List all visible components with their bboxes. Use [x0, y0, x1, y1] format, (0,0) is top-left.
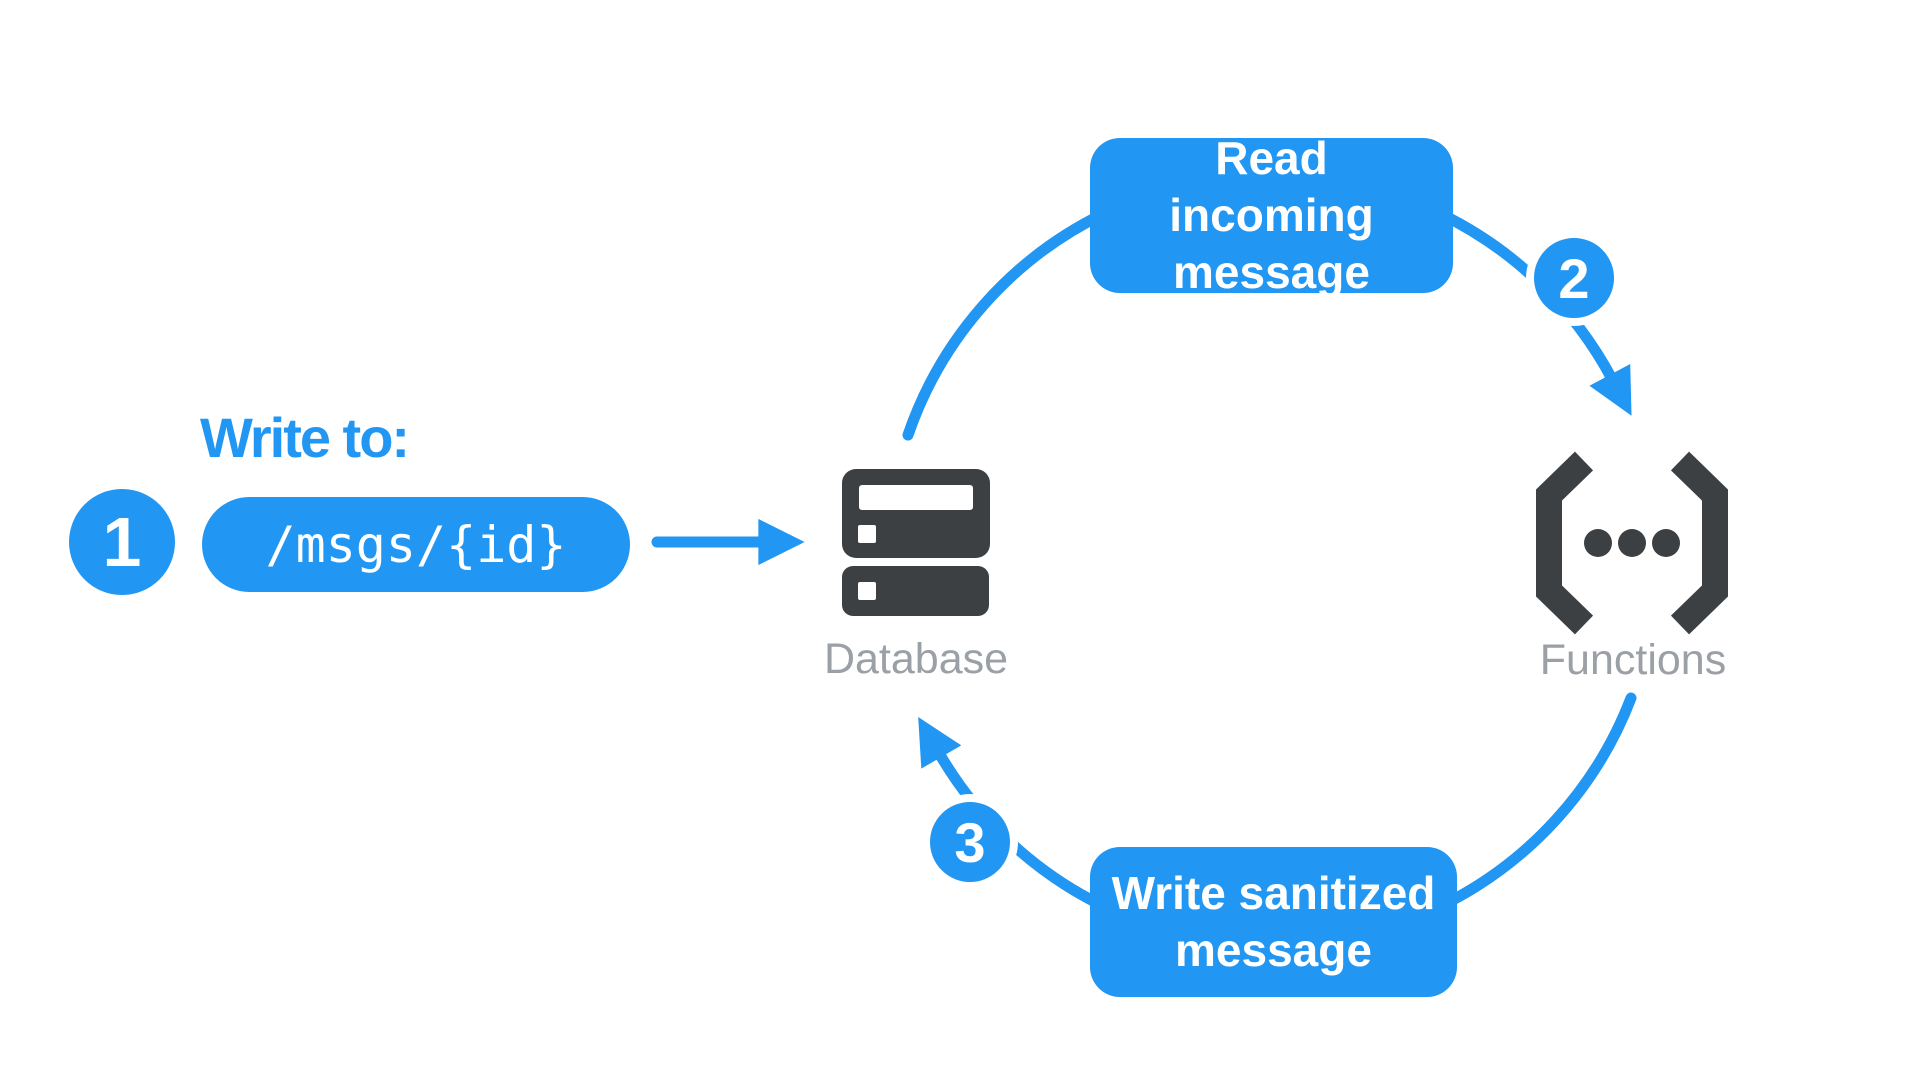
step-3-number: 3 — [954, 810, 986, 874]
step-1-number: 1 — [102, 503, 142, 581]
write-message-box: Write sanitized message — [1090, 847, 1457, 997]
step-2-badge: 2 — [1526, 230, 1622, 326]
write-to-heading: Write to: — [200, 406, 410, 469]
step-1-badge: 1 — [69, 489, 175, 595]
read-message-box: Read incoming message — [1090, 132, 1453, 298]
path-pill: /msgs/{id} — [202, 497, 630, 592]
database-label: Database — [823, 635, 1009, 683]
cycle-arc-bottom-right — [1435, 692, 1637, 912]
step-2-number: 2 — [1558, 246, 1590, 310]
read-message-label: Read incoming message — [1169, 132, 1374, 298]
step-3-badge: 3 — [922, 794, 1018, 890]
functions-label: Functions — [1539, 636, 1727, 684]
cycle-arc-top-left — [902, 208, 1109, 441]
path-pill-label: /msgs/{id} — [265, 515, 567, 574]
write-message-label: Write sanitized message — [1111, 867, 1436, 976]
